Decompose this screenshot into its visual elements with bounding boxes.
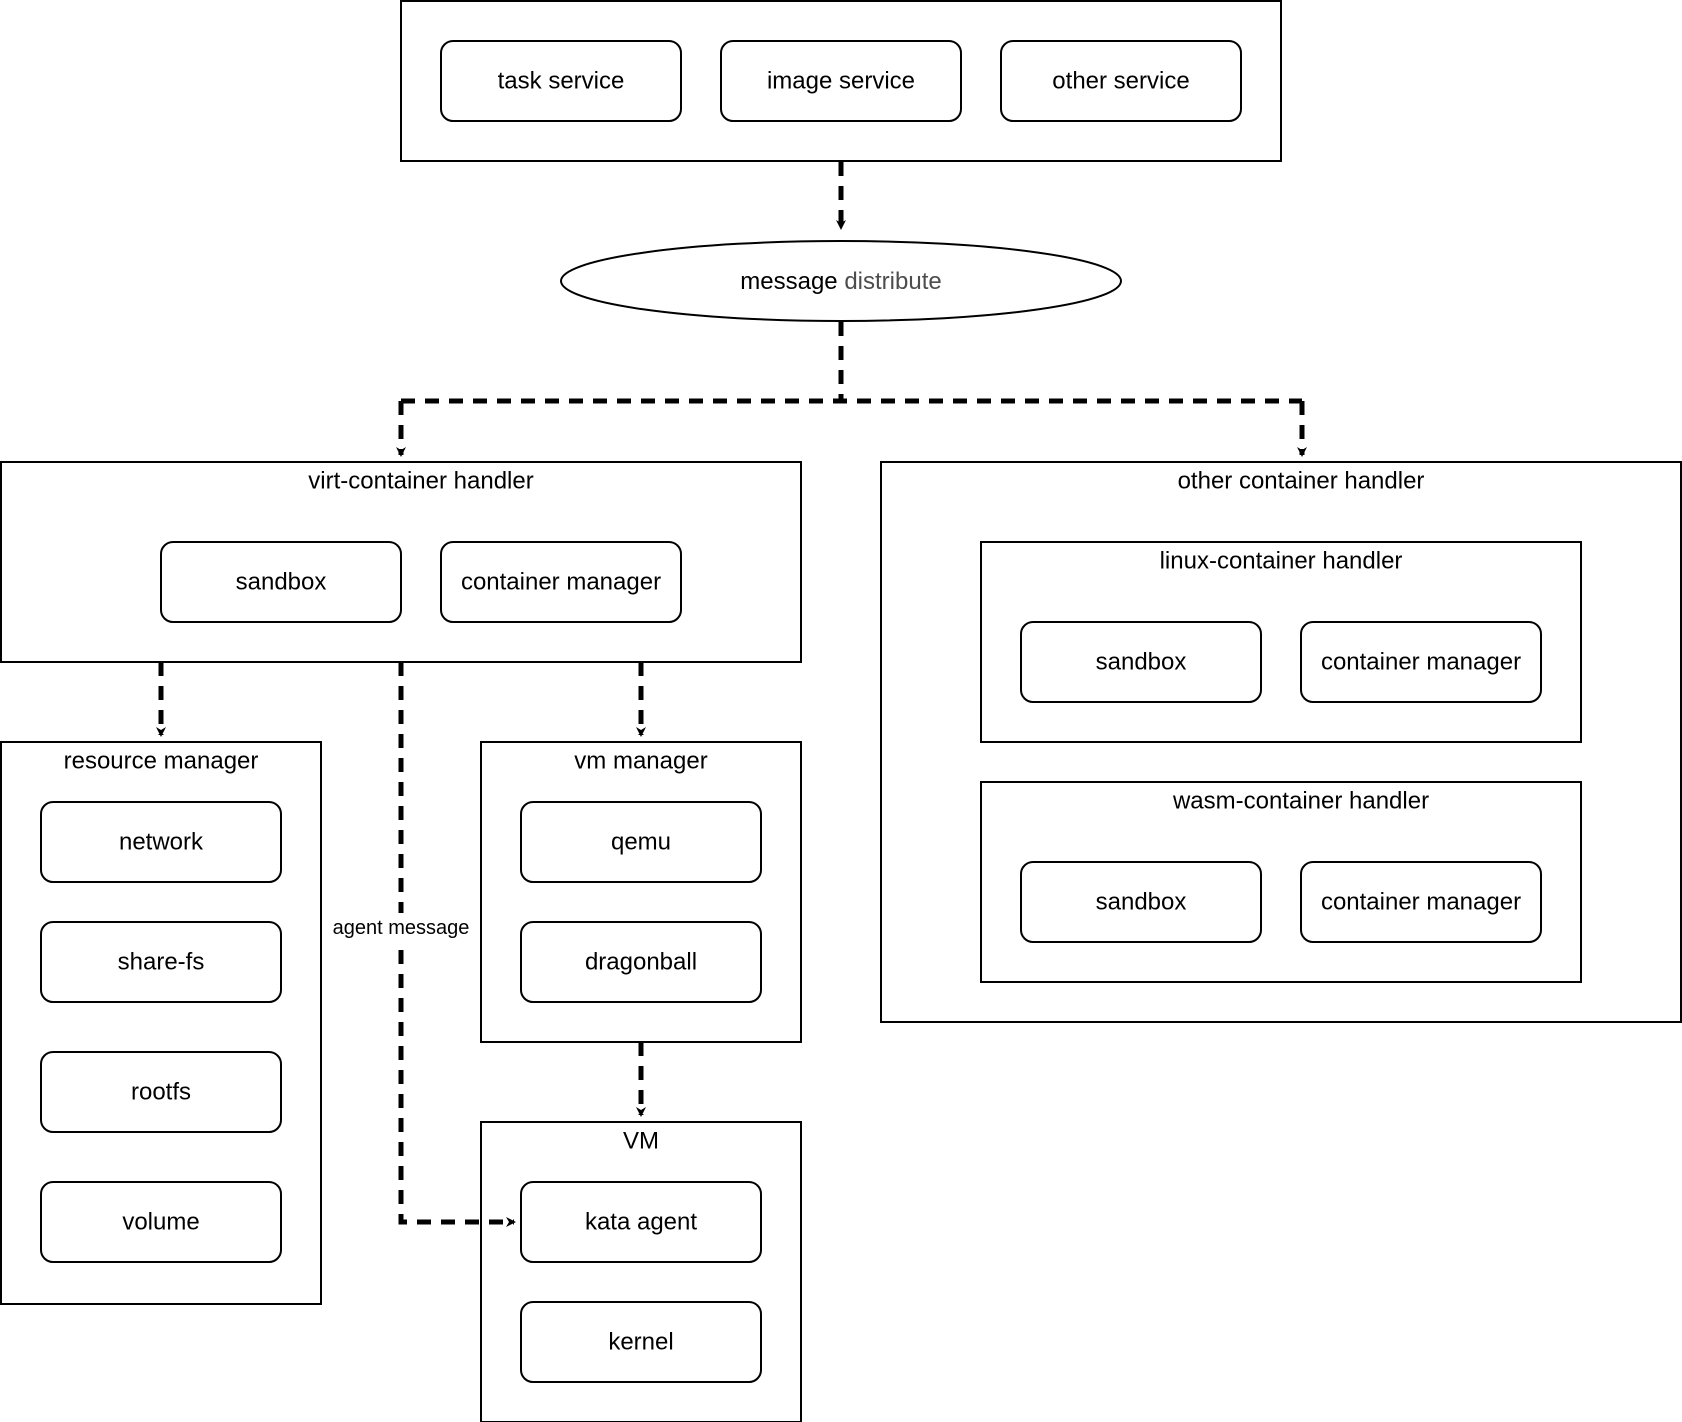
other-service-box — [1000, 40, 1242, 122]
linux-container-handler-box — [980, 541, 1582, 743]
volume-label: volume — [122, 1209, 199, 1236]
image-service-box — [720, 40, 962, 122]
share-fs-label: share-fs — [118, 949, 205, 976]
virt-container-manager-label: container manager — [461, 569, 661, 596]
rootfs-box — [40, 1051, 282, 1133]
network-label: network — [119, 829, 204, 856]
network-box — [40, 801, 282, 883]
wasm-handler-title: wasm-container handler — [1172, 788, 1429, 815]
task-service-box — [440, 40, 682, 122]
share-fs-box — [40, 921, 282, 1003]
image-service-label: image service — [767, 68, 915, 95]
agent-message-label: agent message — [333, 917, 470, 939]
resource-manager-box — [0, 741, 322, 1305]
qemu-label: qemu — [611, 829, 671, 856]
wasm-container-manager-label: container manager — [1321, 889, 1521, 916]
kernel-box — [520, 1301, 762, 1383]
kata-agent-label: kata agent — [585, 1209, 697, 1236]
linux-container-manager-label: container manager — [1321, 649, 1521, 676]
dragonball-box — [520, 921, 762, 1003]
wasm-sandbox-box — [1020, 861, 1262, 943]
linux-handler-title: linux-container handler — [1160, 548, 1403, 575]
task-service-label: task service — [498, 68, 625, 95]
other-service-label: other service — [1052, 68, 1189, 95]
vm-manager-title: vm manager — [574, 748, 707, 775]
linux-container-manager-box — [1300, 621, 1542, 703]
wasm-container-handler-box — [980, 781, 1582, 983]
linux-sandbox-label: sandbox — [1096, 649, 1187, 676]
volume-box — [40, 1181, 282, 1263]
kata-agent-box — [520, 1181, 762, 1263]
other-handler-title: other container handler — [1178, 468, 1425, 495]
kernel-label: kernel — [608, 1329, 673, 1356]
linux-sandbox-box — [1020, 621, 1262, 703]
virt-sandbox-label: sandbox — [236, 569, 327, 596]
qemu-box — [520, 801, 762, 883]
distribute-word: distribute — [844, 268, 941, 295]
message-distribute-label: message distribute — [740, 268, 941, 295]
dragonball-label: dragonball — [585, 949, 697, 976]
resource-manager-title: resource manager — [64, 748, 259, 775]
agent-message-label-bg — [326, 913, 476, 943]
vm-box — [480, 1121, 802, 1422]
vm-manager-box — [480, 741, 802, 1043]
wasm-sandbox-label: sandbox — [1096, 889, 1187, 916]
virt-handler-title: virt-container handler — [308, 468, 533, 495]
agent-message-edge — [398, 662, 516, 1227]
vm-title: VM — [623, 1128, 659, 1155]
other-container-handler-box — [880, 461, 1682, 1023]
virt-container-manager-box — [440, 541, 682, 623]
wasm-container-manager-box — [1300, 861, 1542, 943]
rootfs-label: rootfs — [131, 1079, 191, 1106]
message-word: message — [740, 268, 837, 295]
virt-sandbox-box — [160, 541, 402, 623]
message-distribute-node — [560, 240, 1122, 322]
services-container — [400, 0, 1282, 162]
